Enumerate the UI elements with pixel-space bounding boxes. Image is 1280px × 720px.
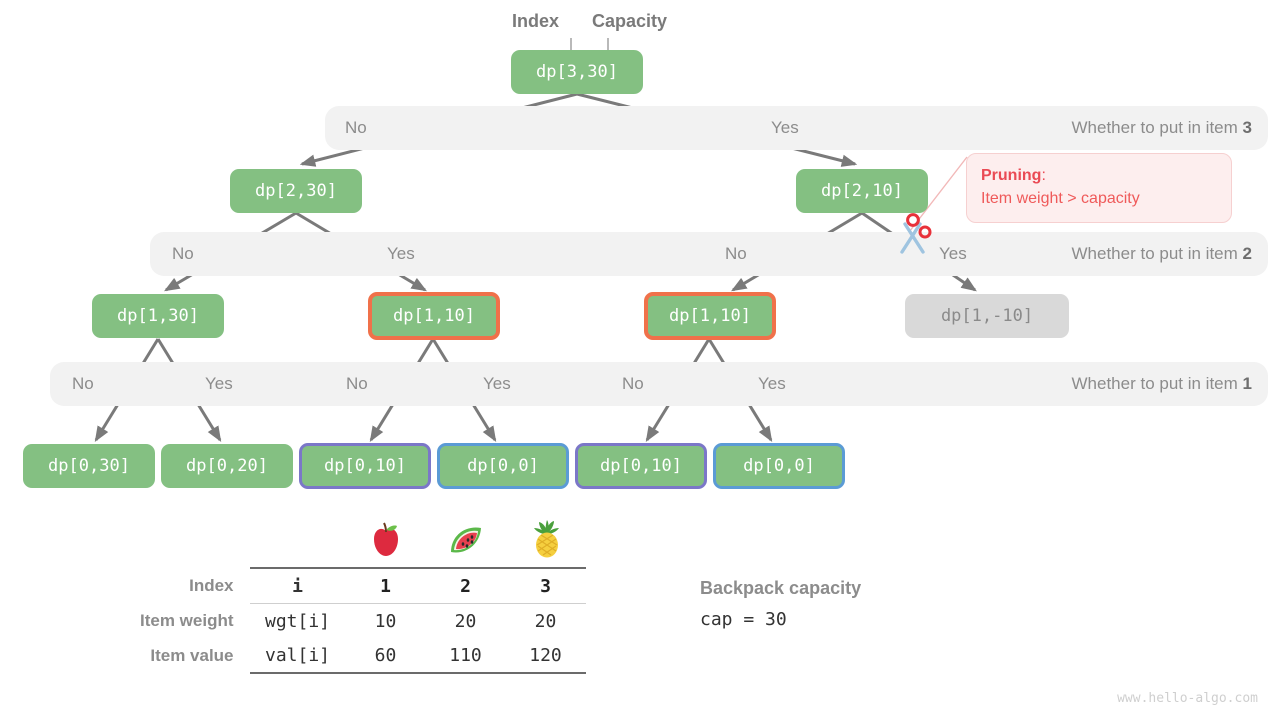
band-item-3: No Yes Whether to put in item 3 (325, 106, 1268, 150)
band2-branch-yes-1: Yes (387, 244, 415, 263)
index-tick (570, 38, 572, 55)
band2-question-num: 2 (1242, 244, 1252, 263)
backpack-capacity-note: Backpack capacity cap = 30 (700, 578, 861, 630)
pruning-colon: : (1041, 167, 1046, 184)
band3-question-num: 3 (1242, 118, 1252, 137)
label-capacity: Capacity (592, 11, 668, 31)
value-value-2: 110 (425, 638, 506, 674)
index-value-2: 2 (425, 567, 506, 604)
capacity-note-title: Backpack capacity (700, 578, 862, 598)
row-key-value: val[i] (249, 638, 346, 674)
band3-question: Whether to put in item 3 (1072, 118, 1253, 138)
weight-value-2: 20 (425, 603, 506, 638)
band2-branch-yes-2: Yes (939, 244, 967, 263)
table-row-weight: Item weight wgt[i] 10 20 20 (140, 603, 586, 638)
capacity-tick (607, 38, 609, 55)
band3-question-text: Whether to put in item (1071, 118, 1243, 137)
label-index: Index (512, 11, 560, 31)
tree-leaf-dp-0-10-left[interactable]: dp[0,10] (299, 443, 431, 489)
tree-leaf-dp-0-30[interactable]: dp[0,30] (23, 444, 155, 488)
row-label-weight: Item weight (140, 610, 234, 630)
table-row-value: Item value val[i] 60 110 120 (140, 638, 586, 674)
value-value-1: 60 (345, 638, 426, 674)
weight-value-1: 10 (345, 603, 426, 638)
pruning-callout: Pruning: Item weight > capacity (966, 153, 1232, 223)
band2-branch-no-1: No (172, 244, 194, 263)
row-key-weight: wgt[i] (249, 603, 346, 638)
band2-question-text: Whether to put in item (1071, 244, 1243, 263)
band1-question-text: Whether to put in item (1071, 374, 1243, 393)
band1-question-num: 1 (1242, 374, 1252, 393)
apple-icon (373, 522, 398, 556)
tree-leaf-dp-0-0-left[interactable]: dp[0,0] (437, 443, 569, 489)
band1-branch-yes-3: Yes (758, 374, 786, 393)
band1-branch-yes-1: Yes (205, 374, 233, 393)
capacity-note-value: cap = 30 (700, 609, 787, 630)
row-key-index: i (249, 567, 346, 604)
row-label-value: Item value (150, 645, 234, 665)
index-value-3: 3 (505, 567, 586, 604)
row-label-index: Index (189, 575, 234, 595)
band2-question: Whether to put in item 2 (1072, 244, 1253, 264)
tree-node-dp-1-30[interactable]: dp[1,30] (92, 294, 224, 338)
pruning-title: Pruning: (981, 164, 1217, 187)
band1-branch-no-2: No (346, 374, 368, 393)
band3-branch-no: No (345, 118, 367, 137)
table-row-index: Index i 1 2 3 (140, 567, 586, 604)
table-fruit-row (140, 520, 586, 568)
value-value-3: 120 (505, 638, 586, 674)
fruit-watermelon-cell (426, 520, 506, 568)
band-item-1: No Yes No Yes No Yes Whether to put in i… (50, 362, 1268, 406)
pruning-detail: Item weight > capacity (981, 190, 1140, 208)
weight-value-3: 20 (505, 603, 586, 638)
index-value-1: 1 (345, 567, 426, 604)
fruit-pineapple-cell (506, 520, 586, 568)
tree-node-dp-1-10-left[interactable]: dp[1,10] (368, 292, 500, 340)
tree-node-dp-1-minus-10[interactable]: dp[1,-10] (905, 294, 1069, 338)
band1-branch-no-3: No (622, 374, 644, 393)
band3-branch-yes: Yes (771, 118, 799, 137)
tree-node-dp-3-30[interactable]: dp[3,30] (511, 50, 643, 94)
pruning-title-text: Pruning (981, 167, 1042, 184)
scissors-icon (900, 213, 932, 254)
watermelon-icon (450, 527, 481, 553)
watermark: www.hello-algo.com (1117, 691, 1258, 706)
tree-node-dp-1-10-right[interactable]: dp[1,10] (644, 292, 776, 340)
items-table: Index i 1 2 3 Item weight wgt[i] 10 20 2… (140, 520, 586, 674)
band1-question: Whether to put in item 1 (1072, 374, 1253, 394)
tree-leaf-dp-0-0-right[interactable]: dp[0,0] (713, 443, 845, 489)
tree-leaf-dp-0-10-right[interactable]: dp[0,10] (575, 443, 707, 489)
band2-branch-no-2: No (725, 244, 747, 263)
tree-node-dp-2-30[interactable]: dp[2,30] (230, 169, 362, 213)
band1-branch-yes-2: Yes (483, 374, 511, 393)
pineapple-icon (533, 520, 559, 558)
fruit-apple-cell (346, 520, 426, 568)
band1-branch-no-1: No (72, 374, 94, 393)
tree-node-dp-2-10[interactable]: dp[2,10] (796, 169, 928, 213)
tree-leaf-dp-0-20[interactable]: dp[0,20] (161, 444, 293, 488)
band-item-2: No Yes No Yes Whether to put in item 2 (150, 232, 1268, 276)
